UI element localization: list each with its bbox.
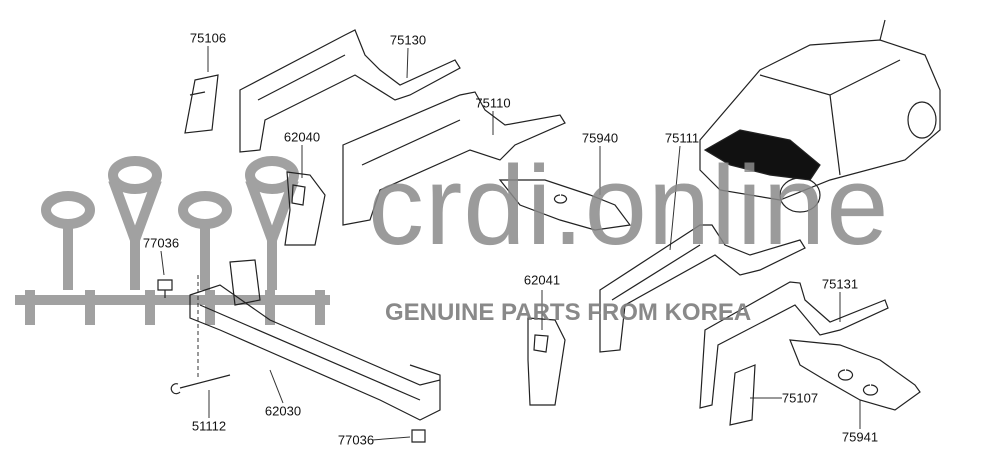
part-51112-tow-hook [170,374,231,395]
callout-77036-top[interactable]: 77036 [142,235,180,251]
callout-75941[interactable]: 75941 [841,429,879,445]
part-62030-bumper-beam [189,259,441,421]
callout-75106[interactable]: 75106 [189,30,227,46]
callout-62030[interactable]: 62030 [264,403,302,419]
leader-lines [160,46,861,441]
part-75110 [342,91,566,226]
part-62041 [527,317,566,406]
watermark-logo-icon [15,156,330,325]
part-77036-bolt-top [157,279,173,298]
part-62040 [284,171,326,246]
callout-75107[interactable]: 75107 [781,390,819,406]
part-75941 [789,339,921,411]
part-75111 [599,224,806,353]
callout-75131[interactable]: 75131 [821,276,859,292]
callout-75111[interactable]: 75111 [664,130,700,146]
part-75106 [184,74,219,134]
part-75940 [498,179,632,231]
callout-62040[interactable]: 62040 [283,129,321,145]
part-77036-bolt-bottom [411,429,426,443]
watermark-brand: crdi.online [368,143,890,268]
callout-77036-bottom[interactable]: 77036 [337,432,375,448]
watermark-tagline: GENUINE PARTS FROM KOREA [385,299,752,326]
callout-51112[interactable]: 51112 [191,418,227,434]
callout-62041[interactable]: 62041 [523,272,561,288]
vehicle-location-thumbnail [699,19,941,213]
callout-75130[interactable]: 75130 [389,32,427,48]
part-75131 [699,281,889,409]
callout-75940[interactable]: 75940 [581,130,619,146]
callout-75110[interactable]: 75110 [475,95,511,111]
part-75107 [729,364,756,426]
part-75130 [239,29,461,153]
